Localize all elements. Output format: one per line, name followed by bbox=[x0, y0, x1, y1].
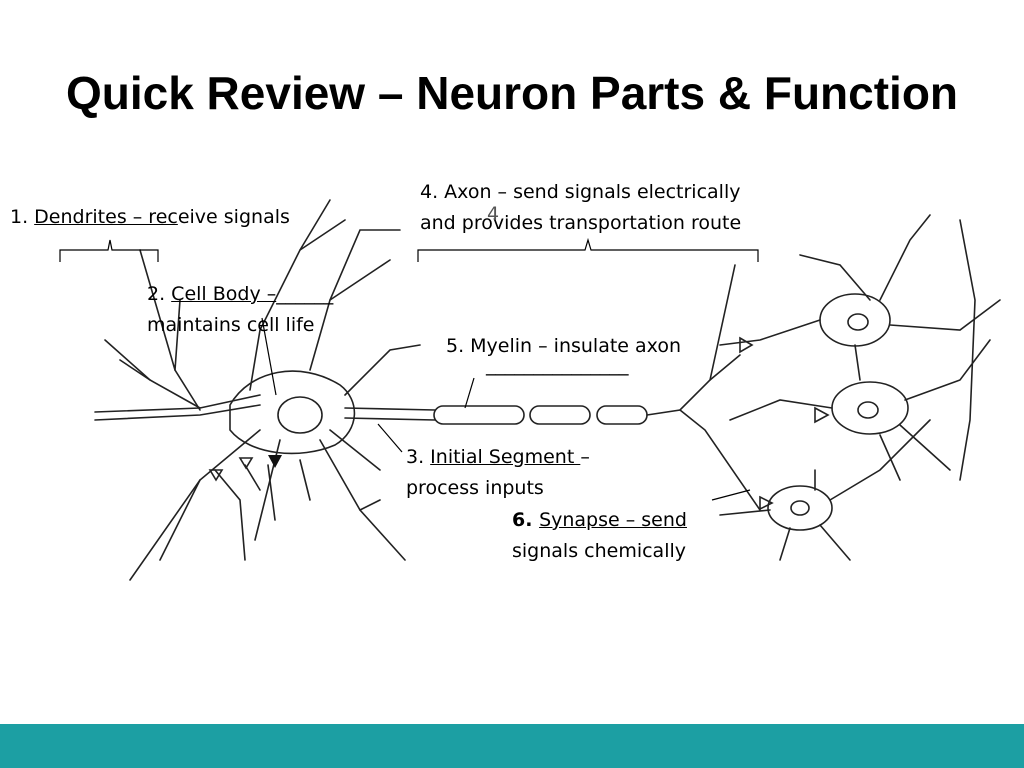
label-dendrites-function: eive signals bbox=[177, 206, 290, 228]
label-synapse-number: 6. bbox=[512, 509, 540, 531]
label-axon-line2: and provides transportation route bbox=[420, 212, 742, 234]
label-dendrites: 1. Dendrites – receive signals bbox=[10, 202, 290, 233]
label-dendrites-name: Dendrites – rec bbox=[34, 206, 178, 228]
label-cell-body-blank: ______ bbox=[276, 283, 334, 305]
label-cell-body: 2. Cell Body –______ maintains cell life bbox=[147, 279, 333, 341]
label-initial-segment-name: Initial Segment bbox=[430, 446, 581, 468]
label-initial-segment: 3. Initial Segment – process inputs bbox=[406, 442, 590, 504]
footer-bar bbox=[0, 724, 1024, 768]
label-axon: 4. Axon – send signals electrically and … bbox=[420, 177, 741, 239]
label-axon-line1: 4. Axon – send signals electrically bbox=[420, 181, 741, 203]
label-synapse: 6. Synapse – send signals chemically bbox=[512, 505, 687, 567]
slide-title: Quick Review – Neuron Parts & Function bbox=[65, 67, 959, 119]
label-synapse-function: signals chemically bbox=[512, 540, 686, 562]
label-cell-body-number: 2. bbox=[147, 283, 172, 305]
label-myelin-text: 5. Myelin – insulate axon bbox=[446, 335, 682, 357]
label-initial-segment-dash: – bbox=[580, 446, 590, 468]
label-synapse-name: Synapse – send bbox=[539, 509, 687, 531]
label-myelin-blank: _______________ bbox=[486, 354, 629, 376]
label-cell-body-name: Cell Body – bbox=[171, 283, 277, 305]
label-initial-segment-number: 3. bbox=[406, 446, 431, 468]
axon-stray-number: 4 bbox=[487, 203, 500, 225]
label-cell-body-function: maintains cell life bbox=[147, 314, 315, 336]
label-myelin: 5. Myelin – insulate axon bbox=[446, 331, 681, 362]
label-initial-segment-function: process inputs bbox=[406, 477, 544, 499]
label-dendrites-number: 1. bbox=[10, 206, 35, 228]
